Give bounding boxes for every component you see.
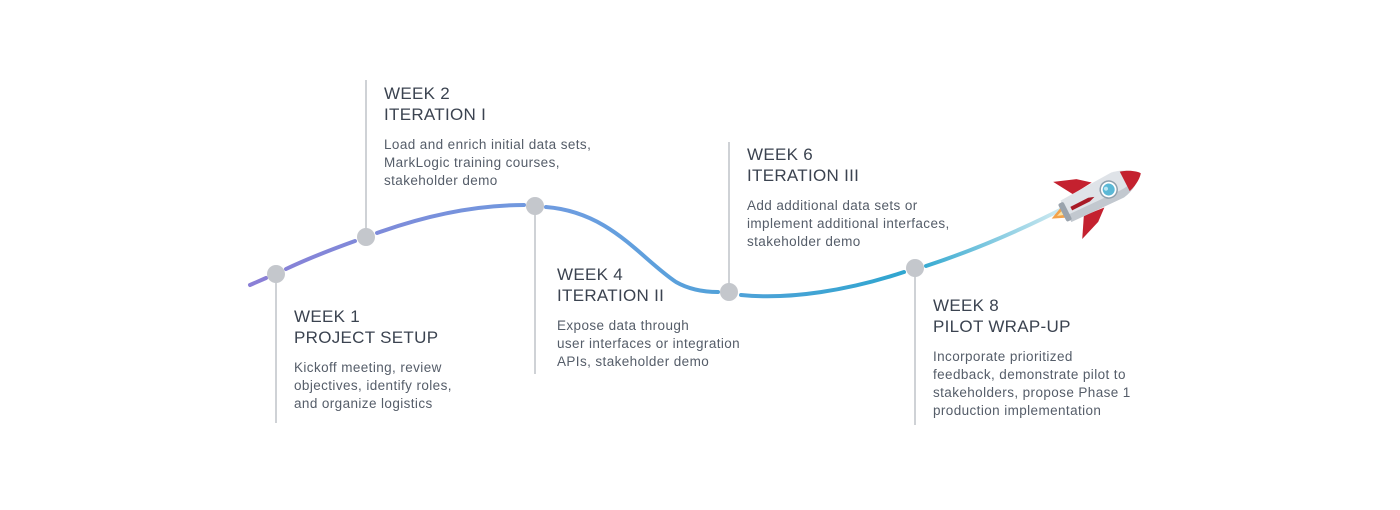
rocket-icon bbox=[1051, 170, 1141, 239]
node-week-1 bbox=[267, 265, 285, 283]
milestone-description: Kickoff meeting, review objectives, iden… bbox=[294, 359, 524, 413]
milestone-title: PROJECT SETUP bbox=[294, 328, 439, 347]
milestone-description: Expose data through user interfaces or i… bbox=[557, 317, 777, 371]
node-week-6 bbox=[720, 283, 738, 301]
milestone-week-label: WEEK 8 bbox=[933, 296, 1000, 315]
milestone-description: Incorporate prioritized feedback, demons… bbox=[933, 348, 1173, 420]
milestone-week-8: WEEK 8 PILOT WRAP-UP Incorporate priorit… bbox=[933, 295, 1173, 420]
milestone-week-1: WEEK 1 PROJECT SETUP Kickoff meeting, re… bbox=[294, 306, 524, 413]
description-line: Load and enrich initial data sets, bbox=[384, 137, 592, 152]
description-line: and organize logistics bbox=[294, 396, 433, 411]
milestone-title: ITERATION I bbox=[384, 105, 487, 124]
description-line: user interfaces or integration bbox=[557, 336, 741, 351]
description-line: feedback, demonstrate pilot to bbox=[933, 367, 1126, 382]
description-line: Incorporate prioritized bbox=[933, 349, 1073, 364]
milestone-description: Add additional data sets or implement ad… bbox=[747, 197, 997, 251]
description-line: stakeholders, propose Phase 1 bbox=[933, 385, 1131, 400]
milestone-title: ITERATION III bbox=[747, 166, 860, 185]
milestone-description: Load and enrich initial data sets, MarkL… bbox=[384, 136, 644, 190]
milestone-week-2: WEEK 2 ITERATION I Load and enrich initi… bbox=[384, 83, 644, 190]
description-line: Expose data through bbox=[557, 318, 690, 333]
timeline-path bbox=[284, 203, 906, 299]
milestone-title: PILOT WRAP-UP bbox=[933, 317, 1071, 336]
description-line: APIs, stakeholder demo bbox=[557, 354, 710, 369]
milestone-week-6: WEEK 6 ITERATION III Add additional data… bbox=[747, 144, 997, 251]
milestone-title: ITERATION II bbox=[557, 286, 665, 305]
milestone-week-label: WEEK 4 bbox=[557, 265, 624, 284]
rocket-trail bbox=[924, 204, 1070, 268]
description-line: objectives, identify roles, bbox=[294, 378, 452, 393]
milestone-week-4: WEEK 4 ITERATION II Expose data through … bbox=[557, 264, 777, 371]
milestone-week-label: WEEK 6 bbox=[747, 145, 814, 164]
milestone-week-label: WEEK 1 bbox=[294, 307, 361, 326]
node-week-8 bbox=[906, 259, 924, 277]
node-week-4 bbox=[526, 197, 544, 215]
description-line: stakeholder demo bbox=[747, 234, 861, 249]
description-line: Add additional data sets or bbox=[747, 198, 918, 213]
path-dashed-start bbox=[248, 276, 268, 287]
description-line: production implementation bbox=[933, 403, 1102, 418]
node-week-2 bbox=[357, 228, 375, 246]
description-line: Kickoff meeting, review bbox=[294, 360, 442, 375]
description-line: MarkLogic training courses, bbox=[384, 155, 560, 170]
milestone-week-label: WEEK 2 bbox=[384, 84, 451, 103]
description-line: stakeholder demo bbox=[384, 173, 498, 188]
description-line: implement additional interfaces, bbox=[747, 216, 950, 231]
